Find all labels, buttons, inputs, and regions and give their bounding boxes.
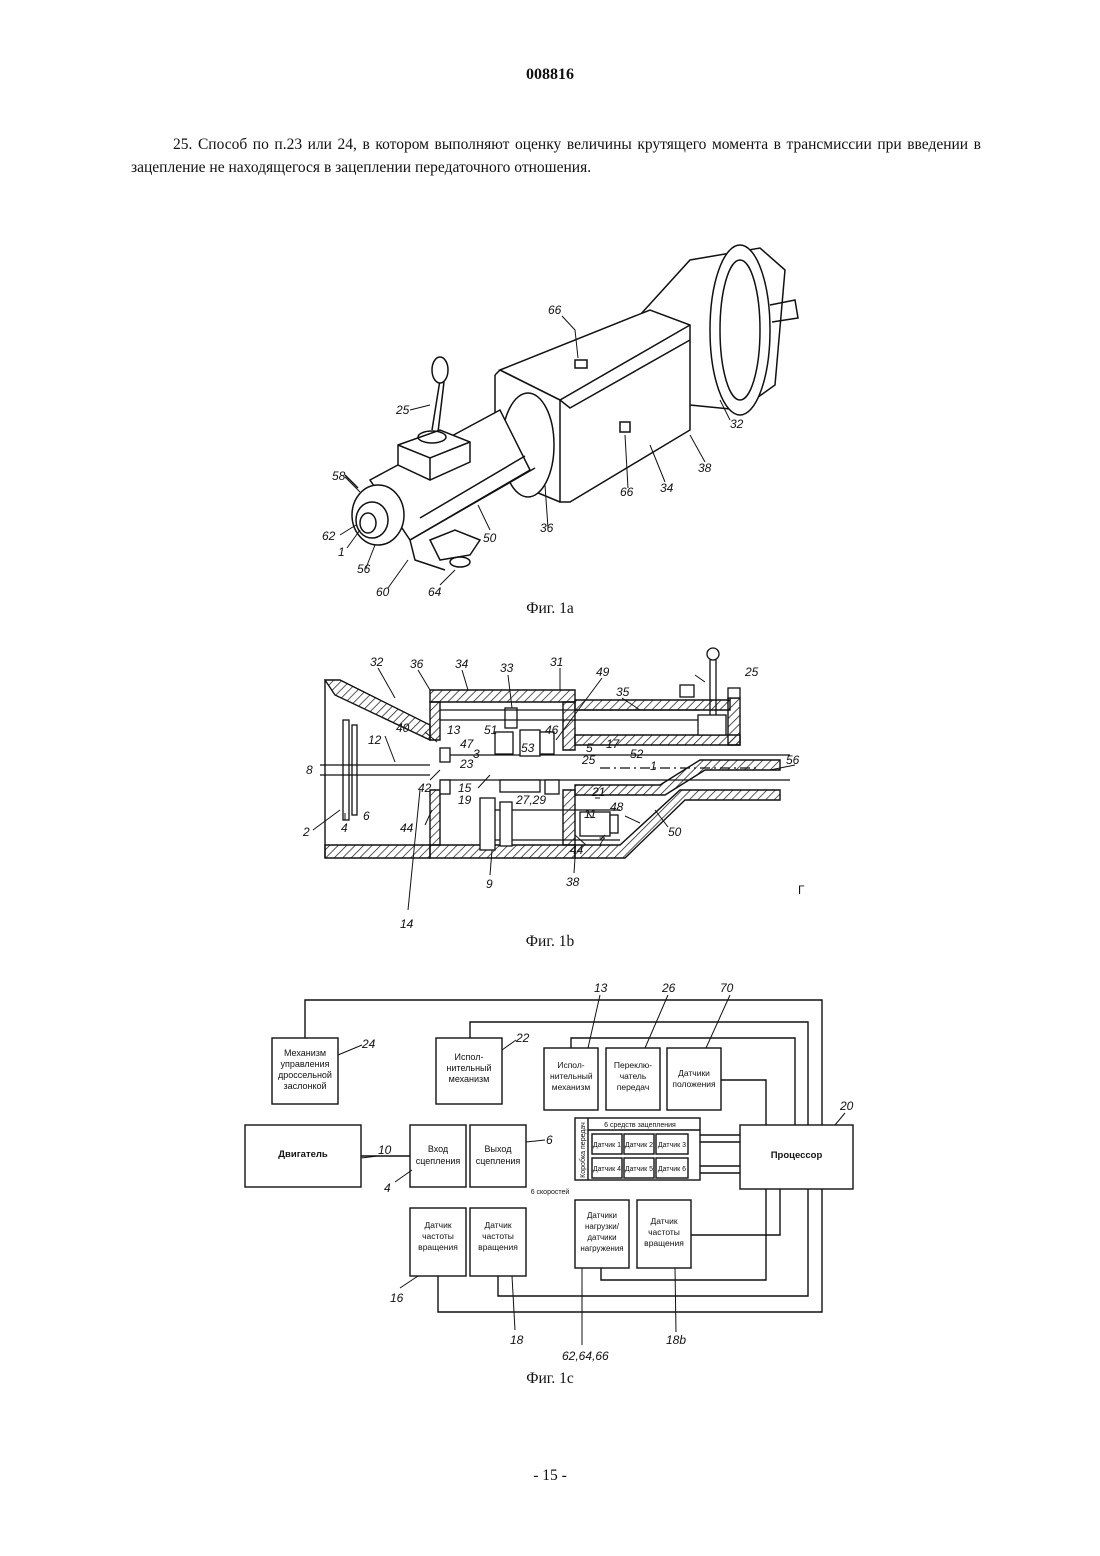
label-1: 1	[650, 759, 657, 773]
actuator22-label: Испол- нительный механизм	[436, 1038, 502, 1085]
label-34: 34	[455, 657, 469, 671]
label-1: 1	[338, 545, 345, 559]
label-626466: 62,64,66	[562, 1349, 609, 1363]
label-4: 4	[341, 821, 348, 835]
claim-paragraph: 25. Способ по п.23 или 24, в котором вып…	[131, 133, 981, 179]
label-62: 62	[322, 529, 336, 543]
sensor-6: Датчик 6	[658, 1166, 686, 1173]
figure-1c-caption: Фиг. 1c	[0, 1370, 1100, 1388]
figure-1a-caption: Фиг. 1a	[0, 600, 1100, 618]
label-4: 4	[384, 1181, 391, 1195]
sensor-2: Датчик 2	[625, 1142, 653, 1149]
label-2: 2	[302, 825, 310, 839]
label-6: 6	[546, 1133, 553, 1147]
figure-1c: Механизм управления дроссельной заслонко…	[0, 970, 1100, 1370]
label-22: 22	[515, 1031, 530, 1045]
label-53: 53	[521, 741, 535, 755]
label-33: 33	[500, 661, 514, 675]
label-18: 18	[510, 1333, 524, 1347]
speed16-label: Датчик частоты вращения	[410, 1208, 466, 1253]
label-2729: 27,29	[515, 793, 546, 807]
label-50: 50	[483, 531, 497, 545]
engage-means-label: 6 средств зацепления	[604, 1122, 676, 1129]
label-32: 32	[730, 417, 744, 431]
label-42: 42	[418, 781, 432, 795]
label-17: 17	[606, 737, 621, 751]
label-58: 58	[332, 469, 346, 483]
label-34: 34	[660, 481, 674, 495]
label-8: 8	[306, 763, 313, 777]
label-36: 36	[410, 657, 424, 671]
gearbox-label: Коробка передач	[579, 1122, 587, 1178]
figure-1b-caption: Фиг. 1b	[0, 933, 1100, 951]
clutch-out-label: Выход сцепления	[470, 1125, 526, 1167]
label-48: 48	[610, 800, 624, 814]
label-20: 20	[839, 1099, 854, 1113]
label-13: 13	[594, 981, 608, 995]
label-16: 16	[390, 1291, 404, 1305]
label-25b: 25	[581, 753, 596, 767]
load-sensors-label: Датчики нагрузки/ датчики нагружения	[575, 1200, 629, 1254]
label-25: 25	[395, 403, 410, 417]
label-66a: 66	[548, 303, 562, 317]
label-44b: 44	[570, 843, 584, 857]
throttle-label: Механизм управления дроссельной заслонко…	[272, 1038, 338, 1092]
label-21: 21	[591, 785, 605, 799]
label-38: 38	[566, 875, 580, 889]
label-49: 49	[596, 665, 610, 679]
label-26: 26	[661, 981, 676, 995]
label-25a: 25	[744, 665, 759, 679]
label-64: 64	[428, 585, 442, 599]
speeds-label: 6 скоростей	[531, 1188, 570, 1196]
speed18b-label: Датчик частоты вращения	[637, 1200, 691, 1249]
label-32: 32	[370, 655, 384, 669]
label-56: 56	[786, 753, 800, 767]
page-number: - 15 -	[0, 1467, 1100, 1485]
sensor-1: Датчик 1	[593, 1142, 621, 1149]
label-35: 35	[616, 685, 630, 699]
label-70: 70	[720, 981, 734, 995]
sensor-3: Датчик 3	[658, 1142, 686, 1149]
figure-1a: 66 25 58 62 1 56 60 64 50 36 66 34 38 32	[0, 230, 1100, 630]
figure-1b: 32 36 34 33 31 49 25 35 40 12 13 51 47 3…	[0, 640, 1100, 940]
speed18-label: Датчик частоты вращения	[470, 1208, 526, 1253]
processor-label: Процессор	[740, 1125, 853, 1161]
label-51: 51	[484, 723, 497, 737]
label-44a: 44	[400, 821, 414, 835]
label-11: 11	[584, 807, 596, 821]
label-66b: 66	[620, 485, 634, 499]
label-6: 6	[363, 809, 370, 823]
label-13: 13	[447, 723, 461, 737]
label-36: 36	[540, 521, 554, 535]
selector-label: Переклю- чатель передач	[606, 1048, 660, 1093]
label-31: 31	[550, 655, 563, 669]
label-23: 23	[459, 757, 474, 771]
label-9: 9	[486, 877, 493, 891]
label-52: 52	[630, 747, 644, 761]
label-3: 3	[473, 747, 480, 761]
label-g: Г	[798, 883, 805, 897]
label-18b: 18b	[666, 1333, 686, 1347]
sensor-4: Датчик 4	[593, 1166, 621, 1173]
label-56: 56	[357, 562, 371, 576]
document-number: 008816	[0, 66, 1100, 84]
label-10: 10	[378, 1143, 392, 1157]
actuator13-label: Испол- нительный механизм	[544, 1048, 598, 1093]
label-24: 24	[361, 1037, 376, 1051]
engine-label: Двигатель	[245, 1125, 361, 1160]
label-40: 40	[396, 721, 410, 735]
label-14: 14	[400, 917, 414, 931]
sensor-5: Датчик 5	[625, 1166, 653, 1173]
label-12: 12	[368, 733, 382, 747]
clutch-in-label: Вход сцепления	[410, 1125, 466, 1167]
label-46: 46	[545, 723, 559, 737]
label-38: 38	[698, 461, 712, 475]
position-sensors-label: Датчики положения	[667, 1048, 721, 1090]
label-60: 60	[376, 585, 390, 599]
label-19: 19	[458, 793, 472, 807]
label-50: 50	[668, 825, 682, 839]
